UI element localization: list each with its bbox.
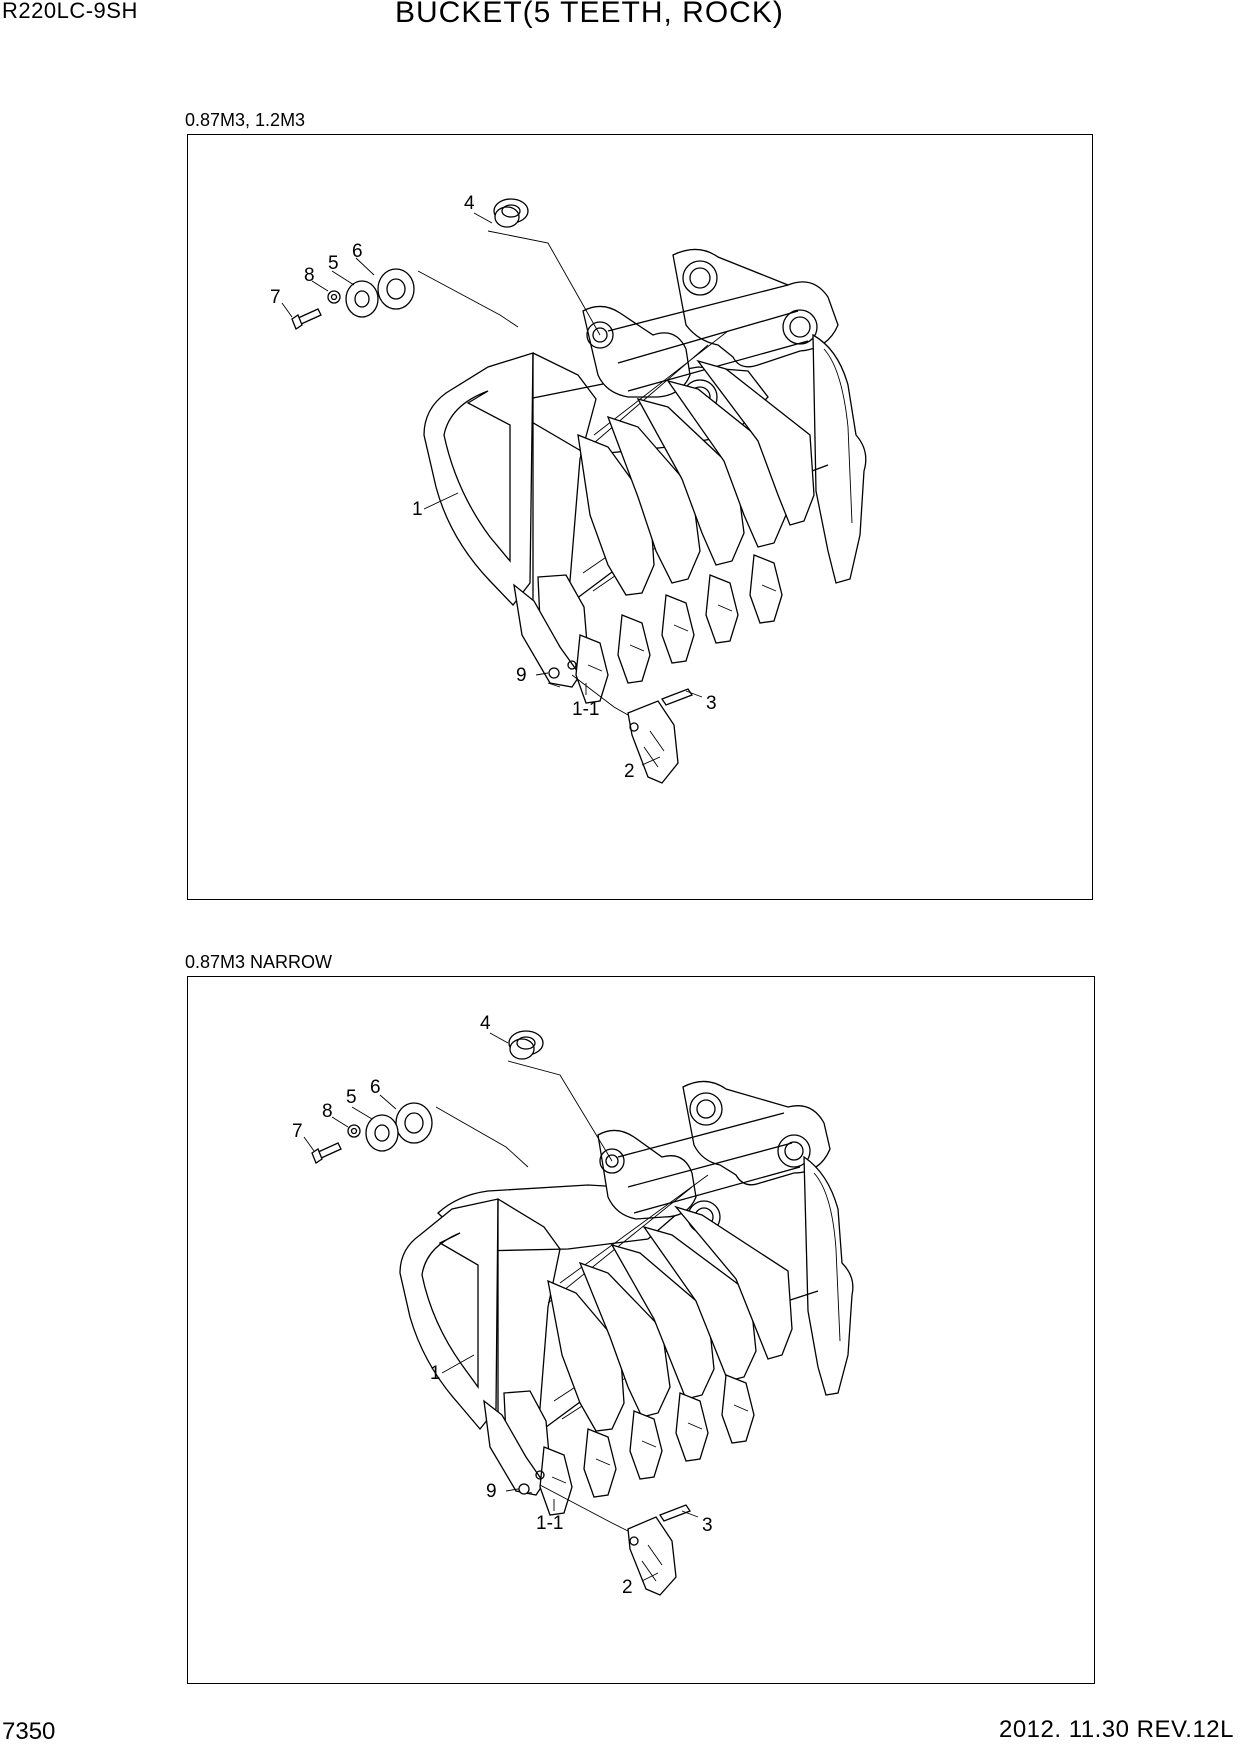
callout-1: 1: [412, 499, 423, 520]
callout-6: 6: [370, 1077, 381, 1098]
date-revision: 2012. 11.30 REV.12L: [998, 1716, 1234, 1743]
ring-part-9: [518, 1483, 530, 1495]
panel-1-callouts: 4 6 5 8 7 1 9 1-1 3 2: [270, 193, 717, 782]
bushing-part-4: [508, 1030, 544, 1060]
callout-2: 2: [624, 761, 635, 782]
callout-4: 4: [480, 1013, 491, 1034]
panel-2-drawing-frame: 4 6 5 8 7 1 9 1-1 3 2: [187, 976, 1095, 1684]
bucket-body: [399, 1060, 854, 1596]
panel-1-bucket-drawing: 4 6 5 8 7 1 9 1-1 3 2: [270, 193, 867, 784]
callout-2: 2: [622, 1577, 633, 1598]
bushing-part-4: [493, 198, 529, 228]
page-number: 7350: [2, 1718, 56, 1745]
bolt-part-7: [311, 1142, 342, 1164]
callout-4: 4: [464, 193, 475, 214]
panel-1-drawing-frame: 4 6 5 8 7 1 9 1-1 3 2: [187, 134, 1093, 900]
shim-plate-part-6: [377, 268, 415, 310]
callout-8: 8: [304, 265, 315, 286]
callout-8: 8: [322, 1101, 333, 1122]
callout-3: 3: [702, 1515, 713, 1536]
washer-part-8: [347, 1124, 361, 1138]
plate-part-5: [345, 280, 379, 318]
bolt-part-7: [291, 308, 322, 330]
panel-2-bucket-drawing: 4 6 5 8 7 1 9 1-1 3 2: [292, 1013, 854, 1598]
callout-7: 7: [270, 287, 281, 308]
callout-1-1: 1-1: [536, 1513, 563, 1534]
panel-2-callouts: 4 6 5 8 7 1 9 1-1 3 2: [292, 1013, 713, 1598]
bucket-body: [417, 230, 867, 784]
callout-6: 6: [352, 241, 363, 262]
callout-1: 1: [430, 1363, 441, 1384]
callout-5: 5: [328, 253, 339, 274]
panel-2-label: 0.87M3 NARROW: [185, 952, 333, 972]
ring-part-9: [548, 667, 560, 679]
page-title: BUCKET(5 TEETH, ROCK): [395, 0, 784, 29]
callout-9: 9: [486, 1481, 497, 1502]
callout-5: 5: [346, 1087, 357, 1108]
plate-part-5: [365, 1114, 399, 1152]
callout-9: 9: [516, 665, 527, 686]
callout-3: 3: [706, 693, 717, 714]
callout-7: 7: [292, 1121, 303, 1142]
panel-1-label: 0.87M3, 1.2M3: [185, 110, 306, 130]
model-code: R220LC-9SH: [2, 0, 138, 23]
shim-plate-part-6: [395, 1102, 433, 1144]
washer-part-8: [327, 290, 341, 304]
callout-1-1: 1-1: [572, 699, 599, 720]
